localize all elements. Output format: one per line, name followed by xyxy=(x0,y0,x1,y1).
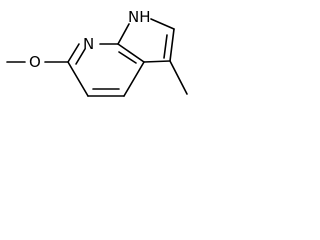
bond-c3a-c7a-inner xyxy=(118,51,137,64)
structure-canvas: N NH O xyxy=(0,0,215,121)
bond-n1-c2 xyxy=(150,18,175,30)
bond-c4-c3a xyxy=(123,61,145,97)
bond-c3-methyl xyxy=(169,60,188,95)
bond-c7a-n1 xyxy=(117,23,130,45)
bond-c3-c3a xyxy=(143,60,171,63)
bond-c3a-c7a xyxy=(117,43,145,63)
bond-c2-c3 xyxy=(169,28,175,62)
bond-c6-c5 xyxy=(67,61,89,97)
bond-n7-c6 xyxy=(67,43,80,63)
chemical-structure-diagram: N NH O xyxy=(6,8,188,97)
bond-n7-c6-inner xyxy=(75,48,86,65)
pyrrole-nh-label: NH xyxy=(128,8,151,26)
pyridine-nitrogen-label: N xyxy=(83,35,94,53)
bond-c2-c3-inner xyxy=(163,34,168,59)
methoxy-oxygen-label: O xyxy=(29,53,41,71)
